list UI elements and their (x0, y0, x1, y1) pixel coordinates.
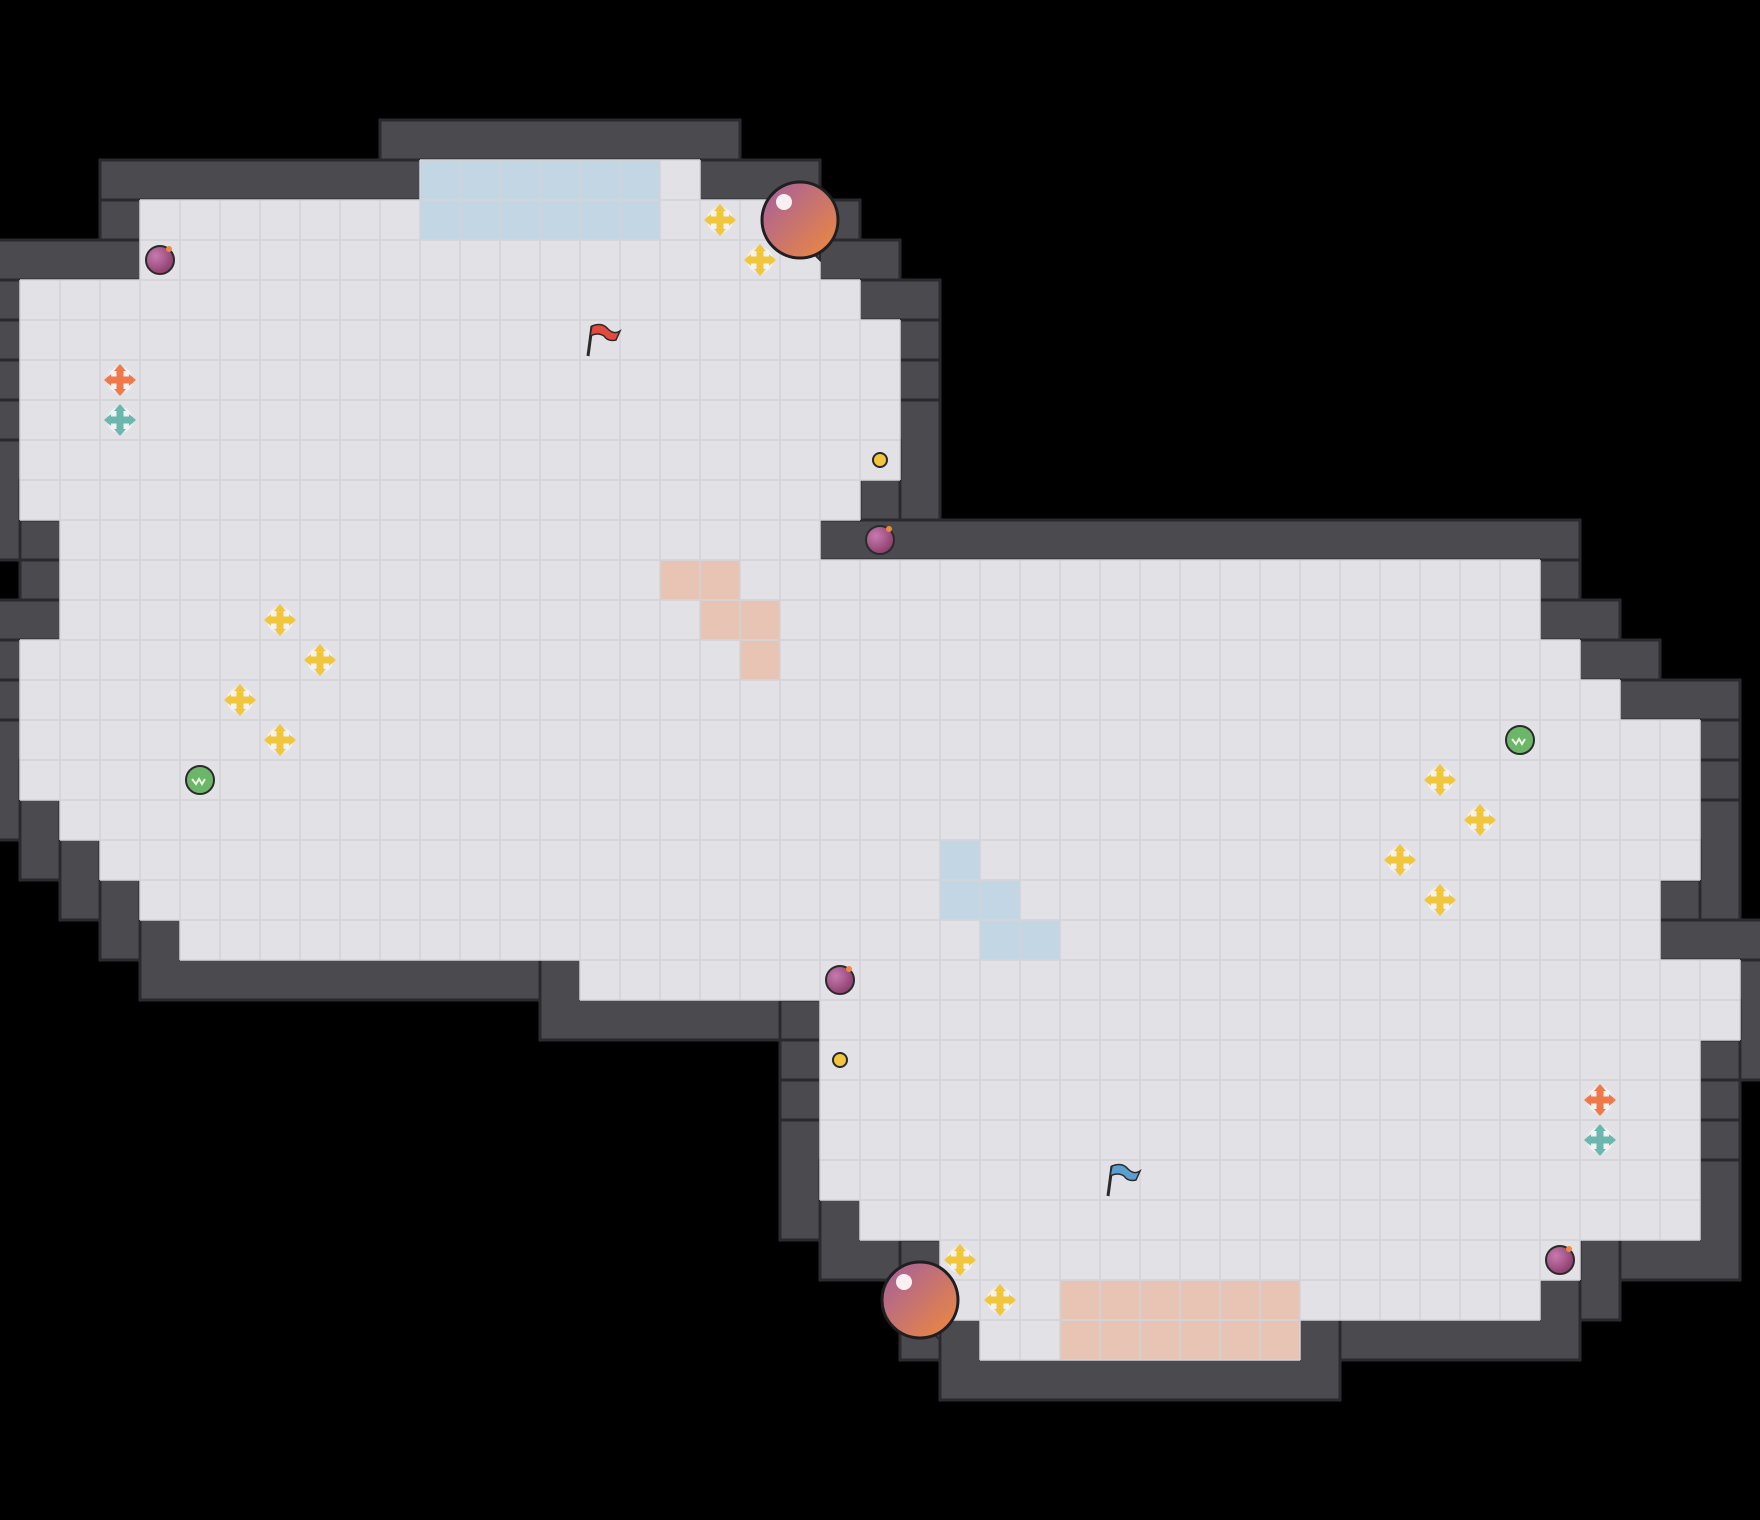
bomb-icon (825, 965, 855, 995)
red-team-zone-tile (1100, 1280, 1140, 1320)
blue-team-zone-tile (460, 200, 500, 240)
red-team-zone-tile (700, 600, 740, 640)
blue-team-zone-tile (620, 200, 660, 240)
items-layer (104, 180, 1616, 1343)
boost-icon (304, 644, 336, 676)
boost-icon (744, 244, 776, 276)
red-team-zone-tile (1220, 1320, 1260, 1360)
grid-lines (19, 159, 1741, 1361)
player-ball (760, 180, 840, 260)
portal-icon (185, 765, 215, 795)
coin-icon (832, 1052, 848, 1068)
portal-icon (1505, 725, 1535, 755)
boost-icon (264, 604, 296, 636)
floor-row (20, 480, 860, 520)
red-team-zone-tile (1220, 1280, 1260, 1320)
red-team-zone-tile (1100, 1320, 1140, 1360)
floor-row (60, 600, 1540, 640)
red-team-zone-tile (1140, 1320, 1180, 1360)
red-team-zone-tile (660, 560, 700, 600)
blue-team-zone-tile (1020, 920, 1060, 960)
floor-row (820, 1000, 1740, 1040)
boost-icon (984, 1284, 1016, 1316)
player-ball (880, 1260, 960, 1340)
blue-flag-icon (1106, 1163, 1142, 1197)
blue-team-zone-tile (540, 200, 580, 240)
blue-team-zone-tile (980, 920, 1020, 960)
blue-team-zone-tile (500, 200, 540, 240)
blue-team-zone-tile (580, 160, 620, 200)
red-powerup-icon (1584, 1084, 1616, 1116)
floor-row (20, 280, 860, 320)
red-team-zone-tile (1060, 1280, 1100, 1320)
red-team-zone-tile (1140, 1280, 1180, 1320)
boost-icon (224, 684, 256, 716)
blue-team-zone-tile (940, 880, 980, 920)
boost-icon (1424, 764, 1456, 796)
blue-team-zone-tile (460, 160, 500, 200)
red-team-zone-tile (1180, 1280, 1220, 1320)
red-team-zone-tile (1260, 1320, 1300, 1360)
team-zones (420, 160, 1300, 1360)
red-team-zone-tile (700, 560, 740, 600)
blue-team-zone-tile (940, 840, 980, 880)
bomb-icon (1545, 1245, 1575, 1275)
floor-row (140, 240, 820, 280)
blue-team-zone-tile (420, 200, 460, 240)
boost-icon (704, 204, 736, 236)
bomb-icon (865, 525, 895, 555)
boost-icon (264, 724, 296, 756)
teal-powerup-icon (1584, 1124, 1616, 1156)
red-team-zone-tile (1180, 1320, 1220, 1360)
bomb-icon (145, 245, 175, 275)
blue-team-zone-tile (420, 160, 460, 200)
red-team-zone-tile (740, 600, 780, 640)
blue-team-zone-tile (980, 880, 1020, 920)
blue-team-zone-tile (540, 160, 580, 200)
red-flag-icon (586, 323, 622, 357)
blue-team-zone-tile (620, 160, 660, 200)
floor-row (860, 1200, 1700, 1240)
floor-row (580, 960, 1740, 1000)
floor-row (180, 920, 1660, 960)
floor-row (20, 640, 1580, 680)
boost-icon (1424, 884, 1456, 916)
boost-icon (944, 1244, 976, 1276)
boost-icon (1464, 804, 1496, 836)
teal-powerup-icon (104, 404, 136, 436)
boost-icon (1384, 844, 1416, 876)
red-powerup-icon (104, 364, 136, 396)
coin-icon (872, 452, 888, 468)
floor-row (60, 520, 820, 560)
floor-row (60, 560, 1540, 600)
floor-row (60, 800, 1700, 840)
red-team-zone-tile (1060, 1320, 1100, 1360)
red-team-zone-tile (740, 640, 780, 680)
blue-team-zone-tile (580, 200, 620, 240)
red-team-zone-tile (1260, 1280, 1300, 1320)
blue-team-zone-tile (500, 160, 540, 200)
